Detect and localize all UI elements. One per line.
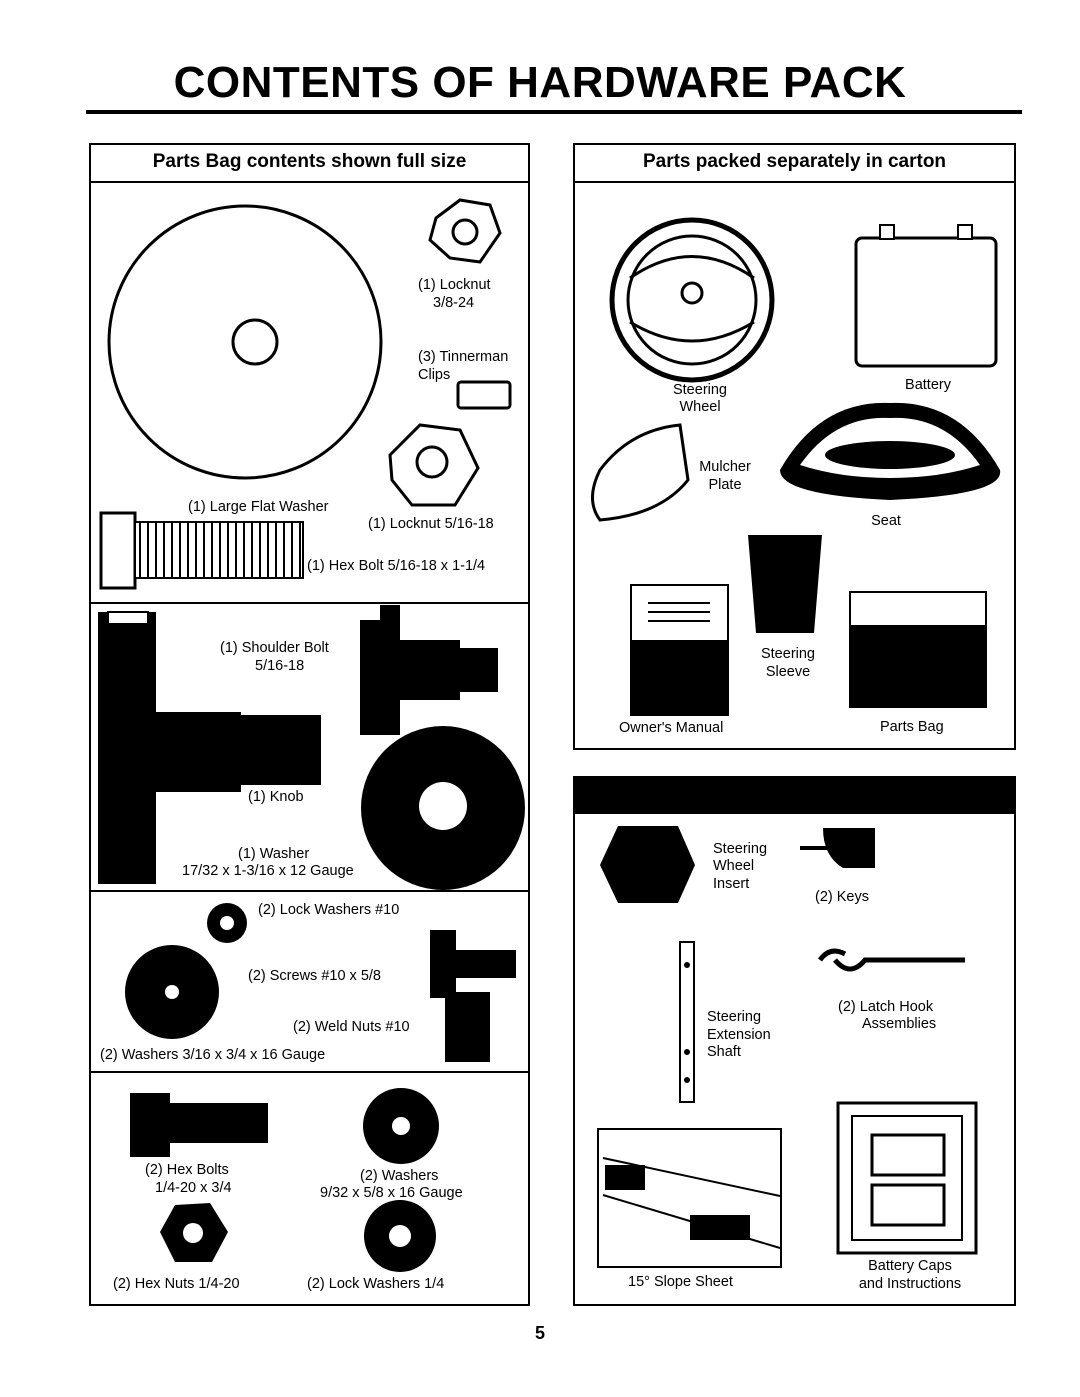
tinnerman-label: (3) Tinnerman (418, 349, 509, 365)
owners-manual-label: Owner's Manual (619, 720, 724, 736)
insert-label-2: Wheel (713, 858, 755, 874)
knob-icon (98, 611, 321, 884)
washers-316-label: (2) Washers 3/16 x 3/4 x 16 Gauge (100, 1047, 326, 1063)
locknut-label: (1) Locknut (418, 277, 491, 293)
insert-label-3: Insert (713, 876, 750, 892)
hex-bolt-label: (1) Hex Bolt 5/16-18 x 1-1/4 (307, 558, 486, 574)
shoulder-bolt-size-label: 5/16-18 (255, 658, 305, 674)
battery-caps-label: Battery Caps (868, 1258, 952, 1274)
latch-hook-label: (2) Latch Hook (838, 999, 934, 1015)
locknut-516-label: (1) Locknut 5/16-18 (368, 516, 494, 532)
shoulder-bolt-icon (360, 605, 498, 735)
knob-label: (1) Knob (248, 789, 304, 805)
latch-hook-icon (817, 948, 965, 972)
title-rule (86, 110, 1022, 114)
steering-wheel-label-2: Wheel (679, 399, 721, 415)
carton-parts-header: Parts packed separately in carton (575, 145, 1014, 183)
locknut-icon (388, 423, 480, 507)
lock-washers-10-label: (2) Lock Washers #10 (258, 902, 400, 918)
extension-label-2: Extension (707, 1027, 771, 1043)
parts-bag-header: Parts Bag contents shown full size (91, 145, 528, 183)
steering-sleeve-icon (748, 535, 822, 633)
washer-icon (125, 945, 219, 1039)
locknut-size-label: 3/8-24 (433, 295, 475, 311)
hex-bolts-label: (2) Hex Bolts (145, 1162, 229, 1178)
seat-label: Seat (871, 513, 901, 529)
steering-extension-shaft-icon (679, 941, 695, 1103)
slope-sheet-label: 15° Slope Sheet (628, 1274, 733, 1290)
owners-manual-icon (630, 584, 729, 716)
keys-icon (800, 828, 875, 868)
tinnerman-clip-icon (456, 380, 512, 410)
lower-parts-panel (573, 776, 1016, 1306)
battery-label: Battery (905, 377, 951, 393)
slope-sheet-icon (597, 1128, 782, 1268)
hex-nut-icon (160, 1203, 228, 1262)
parts-bag-panel: Parts Bag contents shown full size (89, 143, 530, 1306)
washers-932-size-label: 9/32 x 5/8 x 16 Gauge (320, 1185, 463, 1201)
section-divider (91, 890, 528, 892)
washer-icon (363, 1088, 439, 1164)
seat-icon (780, 402, 1001, 500)
large-flat-washer-label: (1) Large Flat Washer (188, 499, 329, 515)
washer-size-label: 17/32 x 1-3/16 x 12 Gauge (182, 863, 354, 879)
extension-label-3: Shaft (707, 1044, 741, 1060)
large-flat-washer-icon (107, 204, 383, 480)
tinnerman-clips-label: Clips (418, 367, 451, 383)
carton-parts-panel: Parts packed separately in carton (573, 143, 1016, 750)
page-title: CONTENTS OF HARDWARE PACK (173, 58, 907, 107)
parts-bag-label: Parts Bag (880, 719, 944, 735)
latch-hook-label-2: Assemblies (862, 1016, 937, 1032)
mulcher-plate-label: Mulcher (699, 459, 751, 475)
washer-icon (361, 726, 525, 890)
lock-washer-icon (364, 1200, 436, 1272)
battery-icon (854, 224, 998, 368)
battery-caps-label-2: and Instructions (858, 1276, 962, 1292)
hex-nuts-label: (2) Hex Nuts 1/4-20 (113, 1276, 240, 1292)
page-number: 5 (534, 1323, 545, 1343)
screw-icon (430, 930, 516, 998)
locknut-icon (428, 198, 502, 264)
insert-label: Steering (713, 841, 768, 857)
section-divider (91, 602, 528, 604)
weld-nuts-label: (2) Weld Nuts #10 (293, 1019, 410, 1035)
keys-label: (2) Keys (815, 889, 869, 905)
hex-bolts-size-label: 1/4-20 x 3/4 (155, 1180, 232, 1196)
washer-label: (1) Washer (238, 846, 310, 862)
hex-bolt-icon (99, 511, 304, 590)
mulcher-plate-label-2: Plate (708, 477, 742, 493)
shoulder-bolt-label: (1) Shoulder Bolt (220, 640, 329, 656)
weld-nut-icon (445, 992, 490, 1062)
washers-932-label: (2) Washers (360, 1168, 439, 1184)
extension-label: Steering (707, 1009, 762, 1025)
mulcher-plate-icon (591, 423, 690, 522)
parts-bag-icon (849, 591, 987, 708)
screws-label: (2) Screws #10 x 5/8 (248, 968, 381, 984)
section-divider (91, 1071, 528, 1073)
lock-washer-icon (207, 903, 247, 943)
steering-sleeve-label-2: Sleeve (765, 664, 811, 680)
steering-wheel-label: Steering (672, 382, 727, 398)
steering-sleeve-label: Steering (760, 646, 815, 662)
lower-panel-header-bar (575, 778, 1014, 814)
steering-wheel-icon (609, 217, 775, 383)
lock-washers-14-label: (2) Lock Washers 1/4 (307, 1276, 445, 1292)
battery-caps-icon (836, 1101, 978, 1255)
steering-wheel-insert-icon (600, 826, 695, 903)
hex-bolt-icon (130, 1093, 268, 1157)
